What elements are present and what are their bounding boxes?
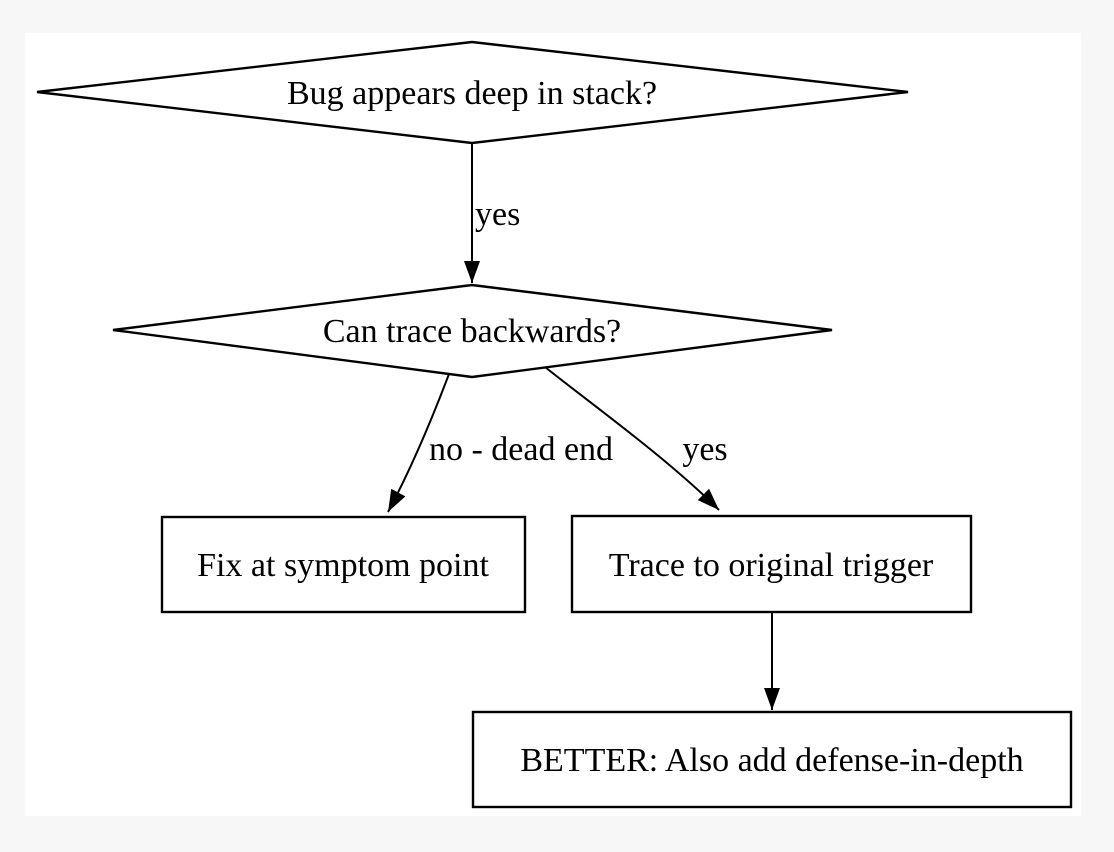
node-fix-at-symptom-box xyxy=(160,515,527,614)
edge-label-yes-2: yes xyxy=(682,431,727,468)
node-better-defense-box xyxy=(471,710,1073,809)
node-trace-original-trigger-label: Trace to original trigger xyxy=(609,547,934,584)
flowchart-svg: yes no - dead end yes Bug appears deep i… xyxy=(36,40,1073,809)
node-fix-at-symptom-label: Fix at symptom point xyxy=(197,547,489,584)
node-can-trace-backwards-label: Can trace backwards? xyxy=(323,313,621,350)
edge-trace-to-fix xyxy=(387,373,450,513)
flowchart-canvas: yes no - dead end yes Bug appears deep i… xyxy=(25,33,1081,816)
node-can-trace-backwards-diamond xyxy=(112,283,833,379)
node-bug-appears-deep-diamond xyxy=(36,40,909,145)
node-better-defense-label: BETTER: Also add defense-in-depth xyxy=(520,742,1023,779)
edge-trace-to-trigger xyxy=(544,366,720,511)
node-trace-original-trigger-box xyxy=(570,514,973,614)
edge-label-yes-1: yes xyxy=(475,196,520,233)
node-bug-appears-deep-label: Bug appears deep in stack? xyxy=(287,75,657,112)
edge-label-no-dead-end: no - dead end xyxy=(429,431,613,468)
